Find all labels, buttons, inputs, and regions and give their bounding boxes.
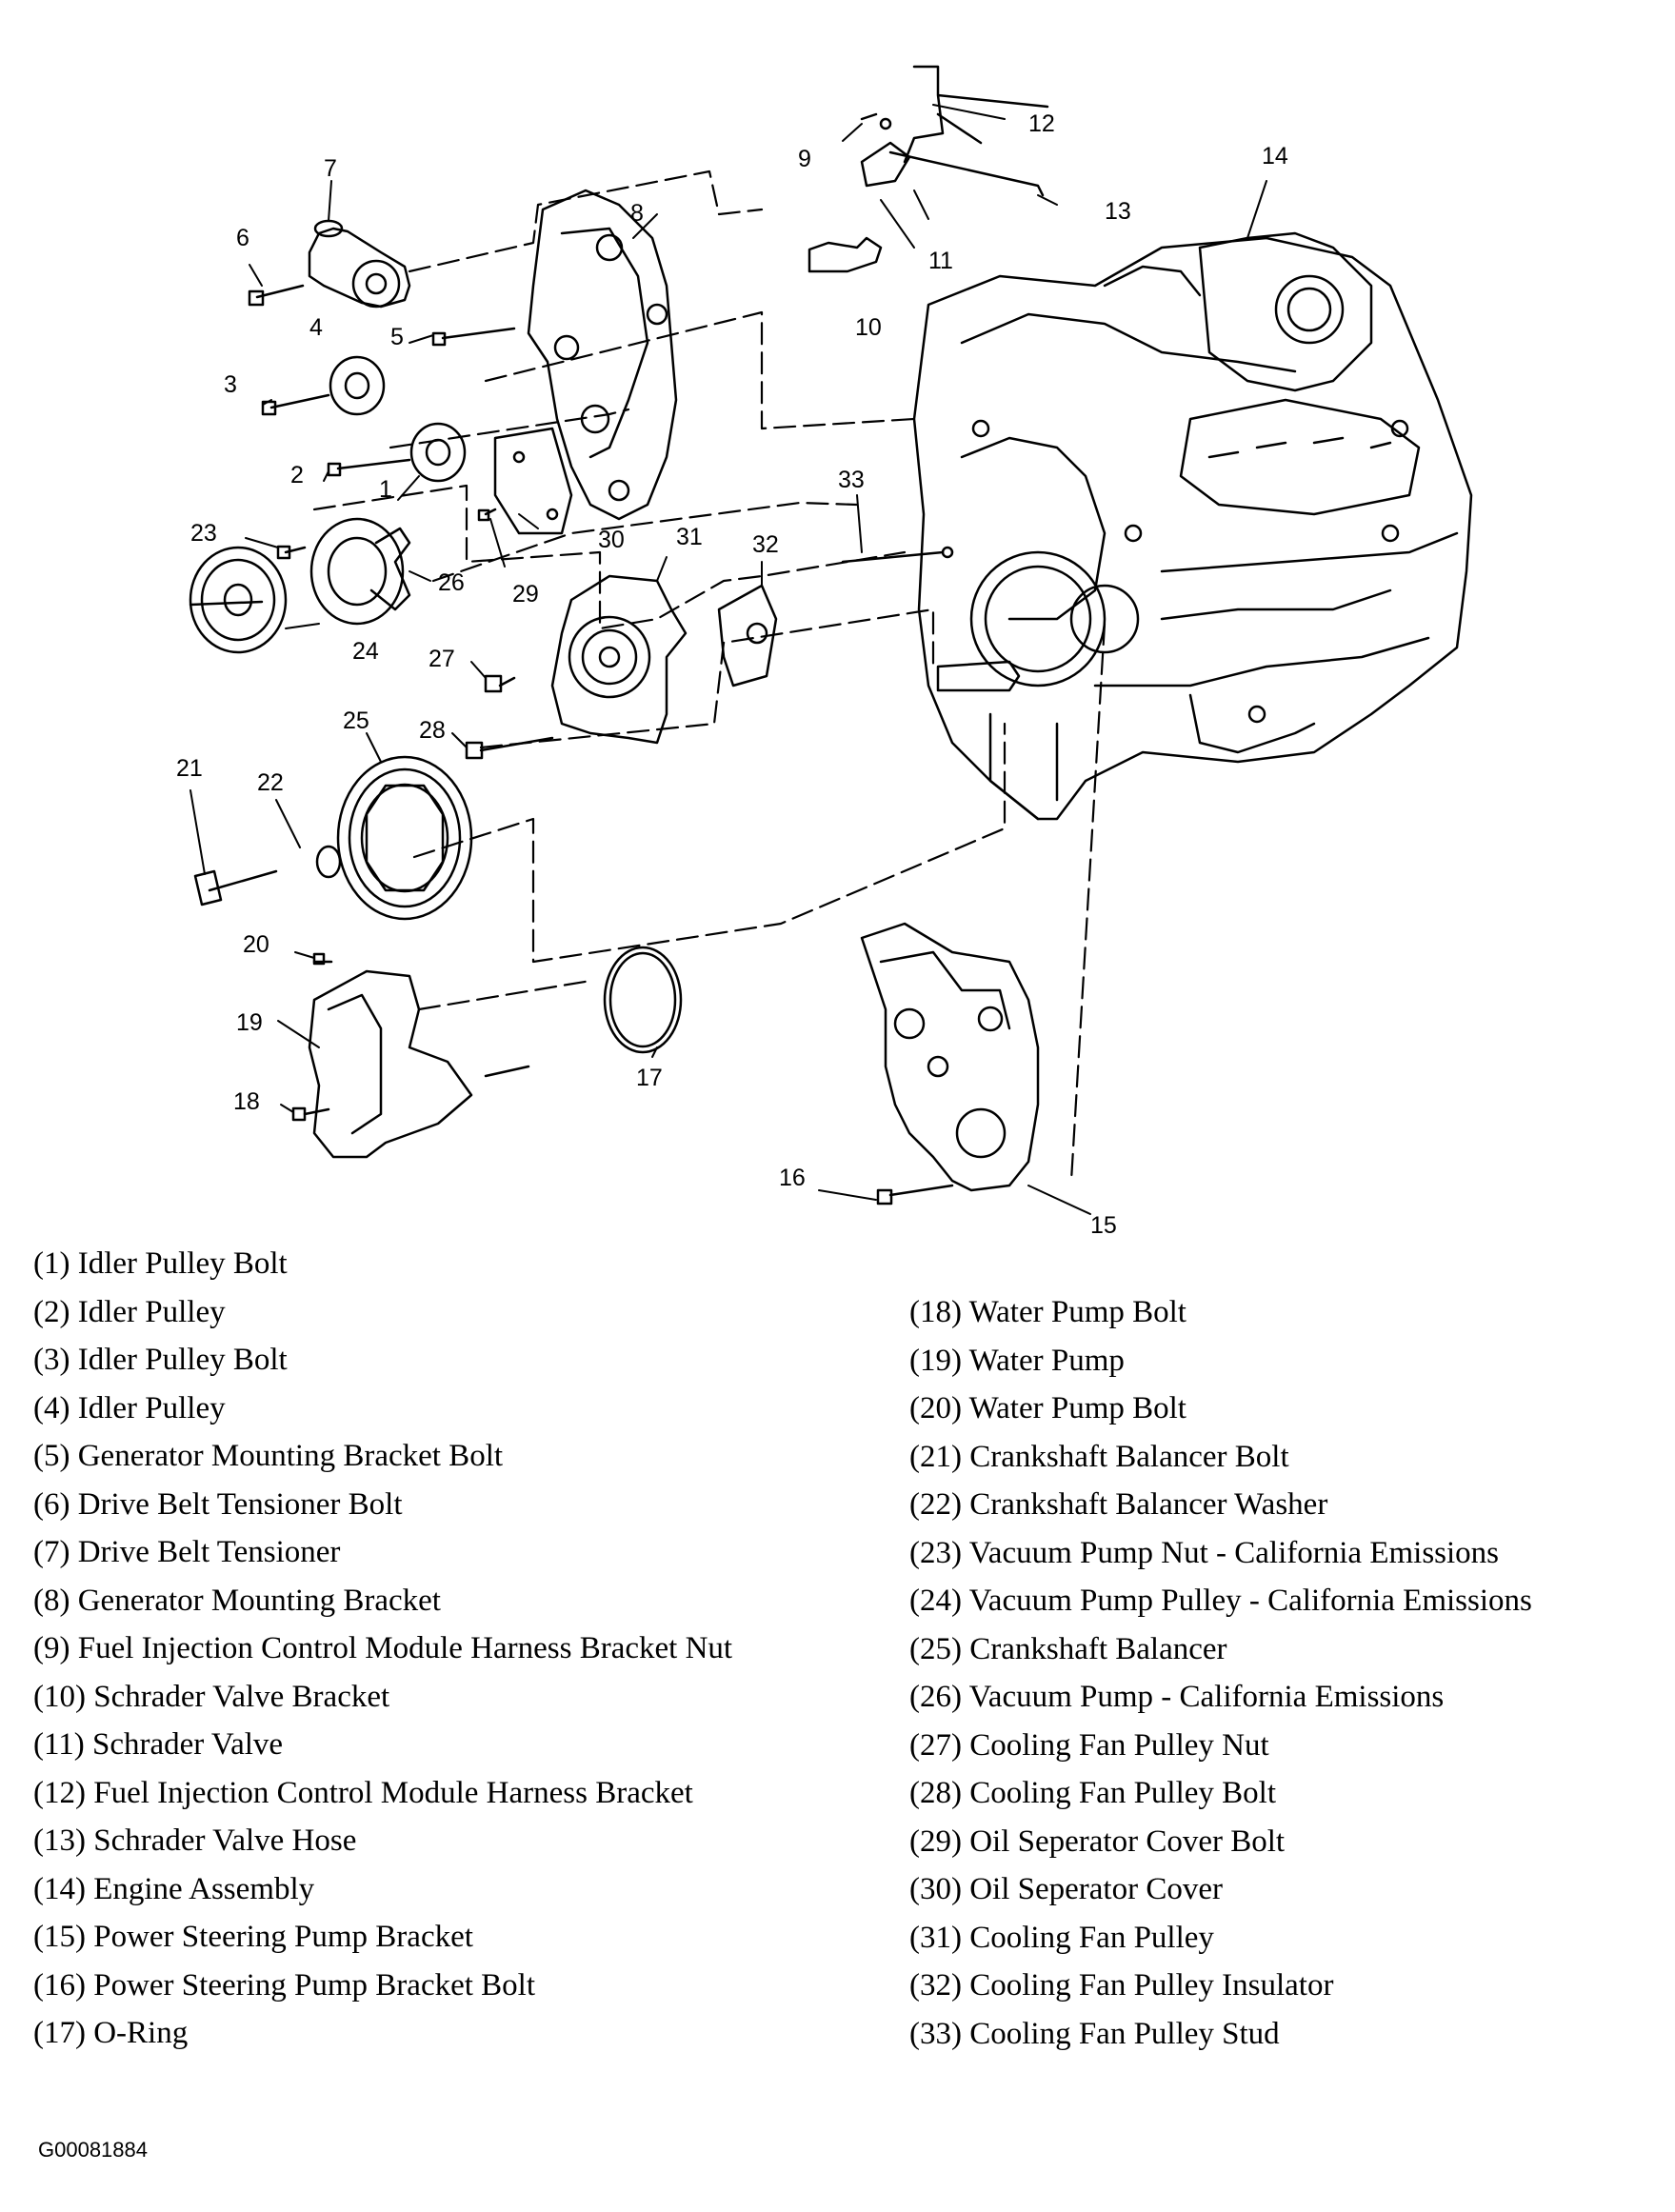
legend-item: (33) Cooling Fan Pulley Stud (909, 2016, 1280, 2051)
engine-assembly (912, 231, 1473, 821)
callout-22: 22 (257, 769, 284, 796)
callout-14: 14 (1262, 143, 1288, 169)
legend-item: (29) Oil Seperator Cover Bolt (909, 1823, 1286, 1859)
legend-item: (30) Oil Seperator Cover (909, 1872, 1223, 1906)
callout-8: 8 (630, 200, 644, 227)
vacuum-pump-assembly (189, 517, 411, 654)
legend-item: (8) Generator Mounting Bracket (33, 1583, 441, 1618)
leader-lines (189, 104, 1267, 1215)
callout-15: 15 (1090, 1212, 1117, 1239)
callout-4: 4 (309, 314, 323, 341)
legend-item: (3) Idler Pulley Bolt (33, 1343, 288, 1377)
legend-item: (5) Generator Mounting Bracket Bolt (33, 1439, 504, 1473)
oil-separator-cover (477, 427, 573, 535)
legend-item: (25) Crankshaft Balancer (909, 1631, 1227, 1666)
callout-21: 21 (176, 755, 203, 782)
idler-pulleys (261, 327, 516, 483)
legend-item: (12) Fuel Injection Control Module Harne… (33, 1775, 693, 1810)
callout-26: 26 (438, 569, 465, 596)
legend-item: (24) Vacuum Pump Pulley - California Emi… (909, 1584, 1532, 1618)
legend-item: (20) Water Pump Bolt (909, 1391, 1186, 1425)
callout-5: 5 (390, 324, 404, 350)
callout-33: 33 (838, 467, 865, 493)
legend-item: (6) Drive Belt Tensioner Bolt (33, 1486, 403, 1522)
callout-19: 19 (236, 1009, 263, 1036)
parts-legend-right: (18) Water Pump Bolt (19) Water Pump (20… (909, 1288, 1532, 2058)
legend-item: (18) Water Pump Bolt (909, 1295, 1186, 1329)
legend-item: (15) Power Steering Pump Bracket (33, 1920, 473, 1954)
water-pump (291, 952, 530, 1159)
callout-28: 28 (419, 717, 446, 744)
callout-20: 20 (243, 931, 269, 958)
legend-item: (11) Schrader Valve (33, 1727, 284, 1762)
legend-item: (23) Vacuum Pump Nut - California Emissi… (909, 1535, 1500, 1570)
legend-item: (19) Water Pump (909, 1343, 1125, 1378)
callout-12: 12 (1028, 110, 1055, 137)
callout-30: 30 (598, 527, 625, 553)
legend-item: (13) Schrader Valve Hose (33, 1823, 357, 1858)
callout-24: 24 (352, 638, 379, 665)
callout-31: 31 (676, 524, 703, 550)
callout-11: 11 (928, 248, 953, 274)
callout-13: 13 (1105, 198, 1131, 225)
legend-item: (17) O-Ring (33, 2016, 189, 2050)
legend-item: (32) Cooling Fan Pulley Insulator (909, 1968, 1334, 2003)
schrader-valve-assembly (808, 65, 1049, 273)
figure-id: G00081884 (38, 2138, 148, 2162)
callout-16: 16 (779, 1165, 806, 1191)
callout-2: 2 (290, 462, 304, 488)
legend-item: (31) Cooling Fan Pulley (909, 1920, 1214, 1955)
legend-item: (4) Idler Pulley (33, 1390, 226, 1425)
legend-item: (9) Fuel Injection Control Module Harnes… (33, 1631, 733, 1665)
callout-17: 17 (636, 1065, 663, 1091)
cooling-fan-pulley-insulator (717, 546, 954, 688)
legend-item: (7) Drive Belt Tensioner (33, 1535, 341, 1569)
callout-23: 23 (190, 520, 217, 547)
callout-27: 27 (429, 646, 455, 672)
legend-item: (1) Idler Pulley Bolt (33, 1246, 288, 1281)
legend-item: (22) Crankshaft Balancer Washer (909, 1487, 1328, 1522)
crankshaft-balancer-assembly (193, 755, 473, 921)
callout-32: 32 (752, 531, 779, 558)
legend-item: (2) Idler Pulley (33, 1294, 226, 1329)
legend-item: (10) Schrader Valve Bracket (33, 1679, 390, 1714)
legend-item: (26) Vacuum Pump - California Emissions (909, 1680, 1445, 1714)
o-ring (603, 946, 683, 1054)
callout-29: 29 (512, 581, 539, 608)
callout-7: 7 (324, 155, 337, 182)
legend-item: (16) Power Steering Pump Bracket Bolt (33, 1967, 536, 2003)
power-steering-pump-bracket (860, 922, 1040, 1206)
callout-18: 18 (233, 1088, 260, 1115)
callout-10: 10 (855, 314, 882, 341)
legend-item: (21) Crankshaft Balancer Bolt (909, 1439, 1289, 1474)
legend-item: (28) Cooling Fan Pulley Bolt (909, 1776, 1277, 1810)
callout-25: 25 (343, 707, 369, 734)
generator-mounting-bracket (527, 189, 678, 521)
callout-3: 3 (224, 371, 237, 398)
legend-item: (27) Cooling Fan Pulley Nut (909, 1727, 1269, 1763)
callout-6: 6 (236, 225, 249, 251)
parts-legend-left: (1) Idler Pulley Bolt (2) Idler Pulley (… (33, 1240, 732, 2058)
callout-1: 1 (379, 476, 392, 503)
callout-9: 9 (798, 146, 811, 172)
callout-numbers: 1 2 3 4 5 6 7 8 9 10 11 12 13 14 15 16 1… (176, 110, 1288, 1239)
cooling-fan-pulley (465, 574, 688, 760)
legend-item: (14) Engine Assembly (33, 1871, 315, 1906)
exploded-engine-diagram: 1 2 3 4 5 6 7 8 9 10 11 12 13 14 15 16 1… (176, 65, 1473, 1239)
drive-belt-tensioner (248, 219, 411, 309)
